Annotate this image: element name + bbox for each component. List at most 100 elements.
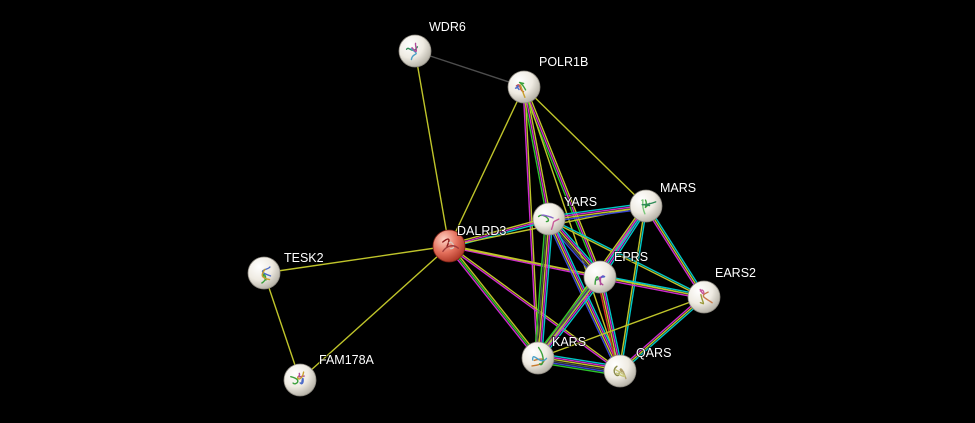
edge-MARS-QARS	[618, 205, 648, 372]
edge-EARS2-QARS	[618, 295, 706, 373]
edge-line-textmining	[449, 244, 621, 371]
edge-YARS-EARS2	[548, 217, 705, 299]
edge-line-textmining	[263, 272, 301, 381]
protein-ribbon-icon	[594, 276, 599, 285]
edge-line-databases	[549, 217, 705, 297]
protein-sphere[interactable]	[603, 354, 637, 388]
node-QARS[interactable]: QARS	[603, 345, 672, 388]
protein-ribbon-icon	[410, 48, 417, 61]
node-label-EARS2: EARS2	[715, 266, 756, 280]
protein-ribbon-icon	[601, 275, 606, 278]
edge-DALRD3-FAM178A	[299, 245, 450, 381]
node-label-DALRD3: DALRD3	[457, 224, 506, 238]
edge-line-textmining	[263, 245, 450, 274]
edge-line-experiments	[447, 246, 538, 360]
protein-sphere[interactable]	[532, 202, 566, 236]
node-EPRS[interactable]: EPRS	[583, 249, 649, 294]
edge-line-textmining	[523, 86, 647, 207]
edge-line-experiments	[618, 295, 704, 371]
edge-WDR6-DALRD3	[414, 50, 450, 247]
protein-sphere[interactable]	[283, 363, 317, 397]
protein-ribbon-icon	[448, 241, 455, 250]
protein-ribbon-icon	[531, 356, 548, 362]
node-DALRD3[interactable]: DALRD3	[432, 223, 507, 263]
edge-line-textmining	[448, 86, 525, 247]
edge-line-neighborhood	[533, 218, 547, 358]
edge-line-textmining	[619, 296, 705, 372]
edge-line-experiments	[523, 86, 550, 220]
node-MARS[interactable]: MARS	[629, 180, 697, 223]
protein-ribbon-icon	[261, 266, 272, 277]
protein-ribbon-icon	[442, 245, 459, 253]
edge-EARS2-KARS	[537, 296, 705, 359]
edge-line-databases	[540, 278, 604, 361]
edge-line-experiments	[538, 277, 602, 360]
edge-line-experiments	[539, 219, 552, 359]
edge-line-neighborhood	[534, 274, 598, 357]
protein-ribbon-icon	[541, 214, 554, 219]
edge-line-textmining	[525, 86, 603, 277]
node-YARS[interactable]: YARS	[532, 194, 598, 236]
edge-DALRD3-KARS	[447, 244, 540, 360]
edge-line-textmining	[599, 276, 705, 298]
node-FAM178A[interactable]: FAM178A	[283, 352, 376, 397]
edge-line-databases	[548, 202, 646, 217]
edge-line-experiments	[523, 86, 601, 278]
edge-line-coexpression	[536, 275, 600, 358]
edge-POLR1B-MARS	[523, 86, 647, 207]
protein-ribbon-icon	[290, 376, 299, 385]
edge-POLR1B-DALRD3	[448, 86, 525, 247]
protein-ribbon-icon	[411, 42, 418, 53]
node-label-WDR6: WDR6	[429, 20, 466, 34]
edge-line-textmining	[414, 50, 450, 247]
protein-ribbon-icon	[641, 199, 646, 215]
node-KARS[interactable]: KARS	[521, 334, 587, 375]
edge-line-textmining	[449, 244, 540, 358]
protein-sphere[interactable]	[521, 341, 555, 375]
protein-ribbon-icon	[699, 288, 705, 295]
edge-WDR6-POLR1B	[414, 50, 525, 88]
node-label-FAM178A: FAM178A	[319, 353, 375, 367]
node-TESK2[interactable]: TESK2	[247, 250, 325, 290]
node-label-YARS: YARS	[564, 195, 597, 209]
protein-ribbon-icon	[442, 238, 450, 248]
edge-TESK2-FAM178A	[263, 272, 301, 381]
edge-EPRS-KARS	[534, 274, 604, 361]
edge-line-experiments	[448, 218, 550, 247]
edge-line-databases	[620, 205, 648, 372]
protein-ribbon-icon	[550, 218, 560, 230]
edge-line-textmining	[537, 276, 601, 359]
edge-layer	[263, 50, 707, 381]
edge-YARS-KARS	[533, 218, 554, 359]
node-POLR1B[interactable]: POLR1B	[507, 54, 589, 104]
protein-ribbon-icon	[518, 81, 527, 91]
protein-ribbon-icon	[598, 276, 604, 286]
node-label-POLR1B: POLR1B	[539, 55, 588, 69]
edge-line-textmining	[299, 245, 450, 381]
edge-line-cooccurrence	[549, 208, 647, 223]
protein-ribbon-icon	[614, 369, 626, 378]
edge-line-databases	[600, 274, 705, 296]
edge-line-experiments	[448, 246, 620, 373]
node-label-EPRS: EPRS	[614, 250, 648, 264]
protein-ribbon-icon	[641, 201, 657, 207]
node-WDR6[interactable]: WDR6	[398, 19, 467, 68]
protein-ribbon-icon	[299, 377, 304, 385]
node-label-KARS: KARS	[552, 335, 586, 349]
edge-line-textmining	[645, 205, 705, 298]
edge-line-neighborhood	[448, 245, 539, 359]
protein-ribbon-icon	[519, 84, 526, 98]
edge-line-experiments	[643, 206, 704, 299]
node-label-MARS: MARS	[660, 181, 696, 195]
edge-line-textmining	[548, 219, 704, 299]
edge-line-databases	[540, 219, 554, 359]
protein-ribbon-icon	[514, 85, 520, 91]
protein-ribbon-icon	[261, 268, 271, 281]
edge-line-textmining	[618, 205, 646, 372]
node-EARS2[interactable]: EARS2	[687, 265, 757, 314]
edge-line-databases	[620, 297, 706, 373]
edge-DALRD3-TESK2	[263, 245, 450, 274]
